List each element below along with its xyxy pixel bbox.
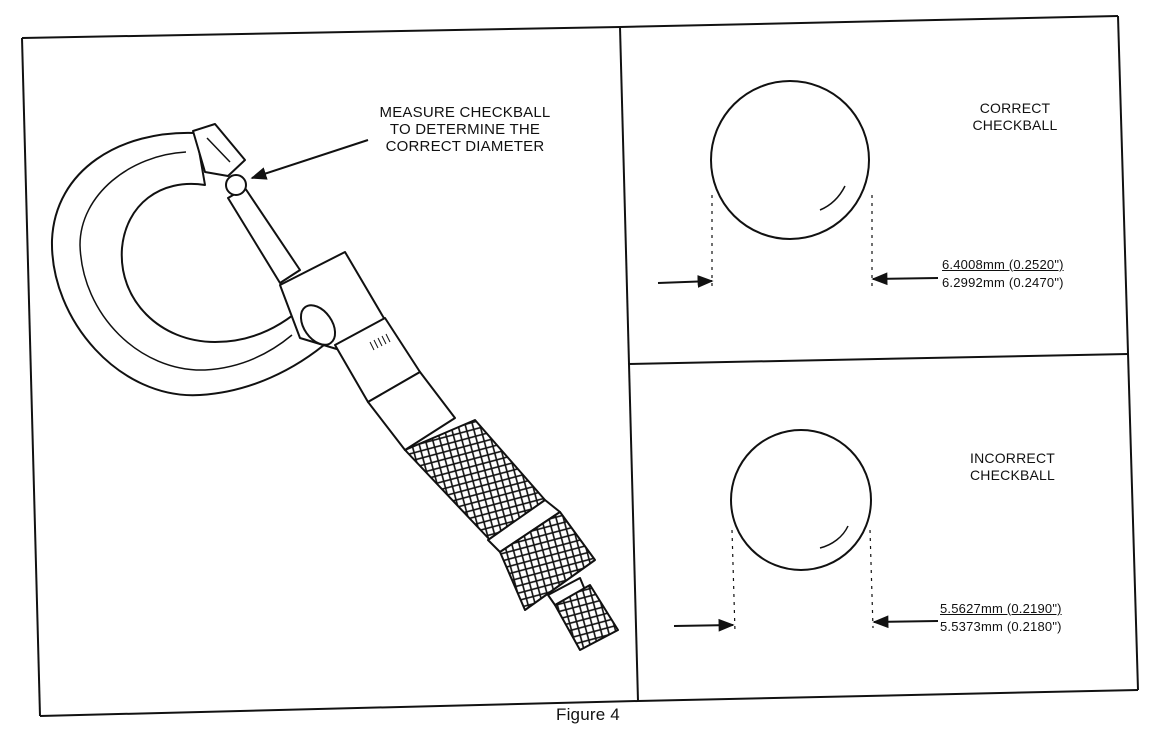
incorrect-extension-left — [731, 529, 736, 633]
correct-ball-highlight — [819, 185, 846, 211]
knurled-ratchet-base — [499, 511, 596, 611]
scale-tick — [385, 333, 391, 343]
callout-line: TO DETERMINE THE — [389, 121, 541, 138]
ratchet-knob — [554, 584, 619, 651]
outer-border-top — [21, 26, 621, 39]
incorrect-min-diameter: 5.5373mm (0.2180") — [940, 619, 1062, 634]
callout-line: CORRECT DIAMETER — [385, 138, 545, 155]
correct-right-arrow — [871, 272, 939, 286]
callout-text: MEASURE CHECKBALL TO DETERMINE THE CORRE… — [355, 104, 575, 155]
correct-left-arrow — [657, 275, 714, 288]
frame-inner-contour — [79, 151, 293, 371]
right-panel-bottom — [637, 689, 1139, 702]
callout-arrow — [250, 139, 369, 180]
scale-tick — [381, 335, 387, 345]
spindle — [227, 187, 301, 284]
incorrect-extension-right — [869, 529, 874, 629]
panel-divider-horizontal — [627, 353, 1129, 365]
incorrect-checkball-label: INCORRECT CHECKBALL — [955, 450, 1070, 484]
outer-border-left — [21, 37, 41, 717]
incorrect-checkball-drawing — [673, 429, 939, 633]
incorrect-right-arrow — [872, 615, 939, 629]
label-line: CHECKBALL — [972, 117, 1058, 133]
correct-measurement: 6.4008mm (0.2520") 6.2992mm (0.2470") — [942, 256, 1064, 292]
lock-nut — [299, 304, 337, 346]
label-line: INCORRECT — [969, 450, 1056, 466]
incorrect-measurement: 5.5627mm (0.2190") 5.5373mm (0.2180") — [940, 600, 1062, 636]
right-panel-right — [1117, 15, 1139, 691]
scale-tick — [369, 341, 375, 351]
incorrect-left-arrow — [673, 618, 735, 632]
incorrect-ball-highlight — [819, 525, 849, 549]
correct-checkball-drawing — [657, 80, 939, 288]
micrometer-illustration — [50, 123, 619, 651]
scale-tick — [377, 337, 383, 347]
checkball-in-micrometer — [225, 174, 247, 196]
anvil-detail — [206, 137, 231, 163]
micrometer-frame — [50, 131, 331, 397]
scale-tick — [373, 339, 379, 349]
incorrect-max-diameter: 5.5627mm (0.2190") — [940, 601, 1062, 616]
incorrect-checkball — [730, 429, 872, 571]
correct-min-diameter: 6.2992mm (0.2470") — [942, 275, 1064, 290]
correct-max-diameter: 6.4008mm (0.2520") — [942, 257, 1064, 272]
figure-caption: Figure 4 — [556, 705, 620, 724]
frame-borders — [21, 15, 1139, 717]
correct-checkball — [710, 80, 870, 240]
thimble — [367, 371, 456, 451]
outer-border-bottom — [39, 700, 639, 717]
label-line: CHECKBALL — [969, 467, 1056, 483]
callout-line: MEASURE CHECKBALL — [379, 104, 551, 121]
right-panel-top — [619, 15, 1119, 28]
barrel-scale-ticks — [369, 333, 391, 351]
correct-checkball-label: CORRECT CHECKBALL — [960, 100, 1070, 134]
label-line: CORRECT — [979, 100, 1051, 116]
